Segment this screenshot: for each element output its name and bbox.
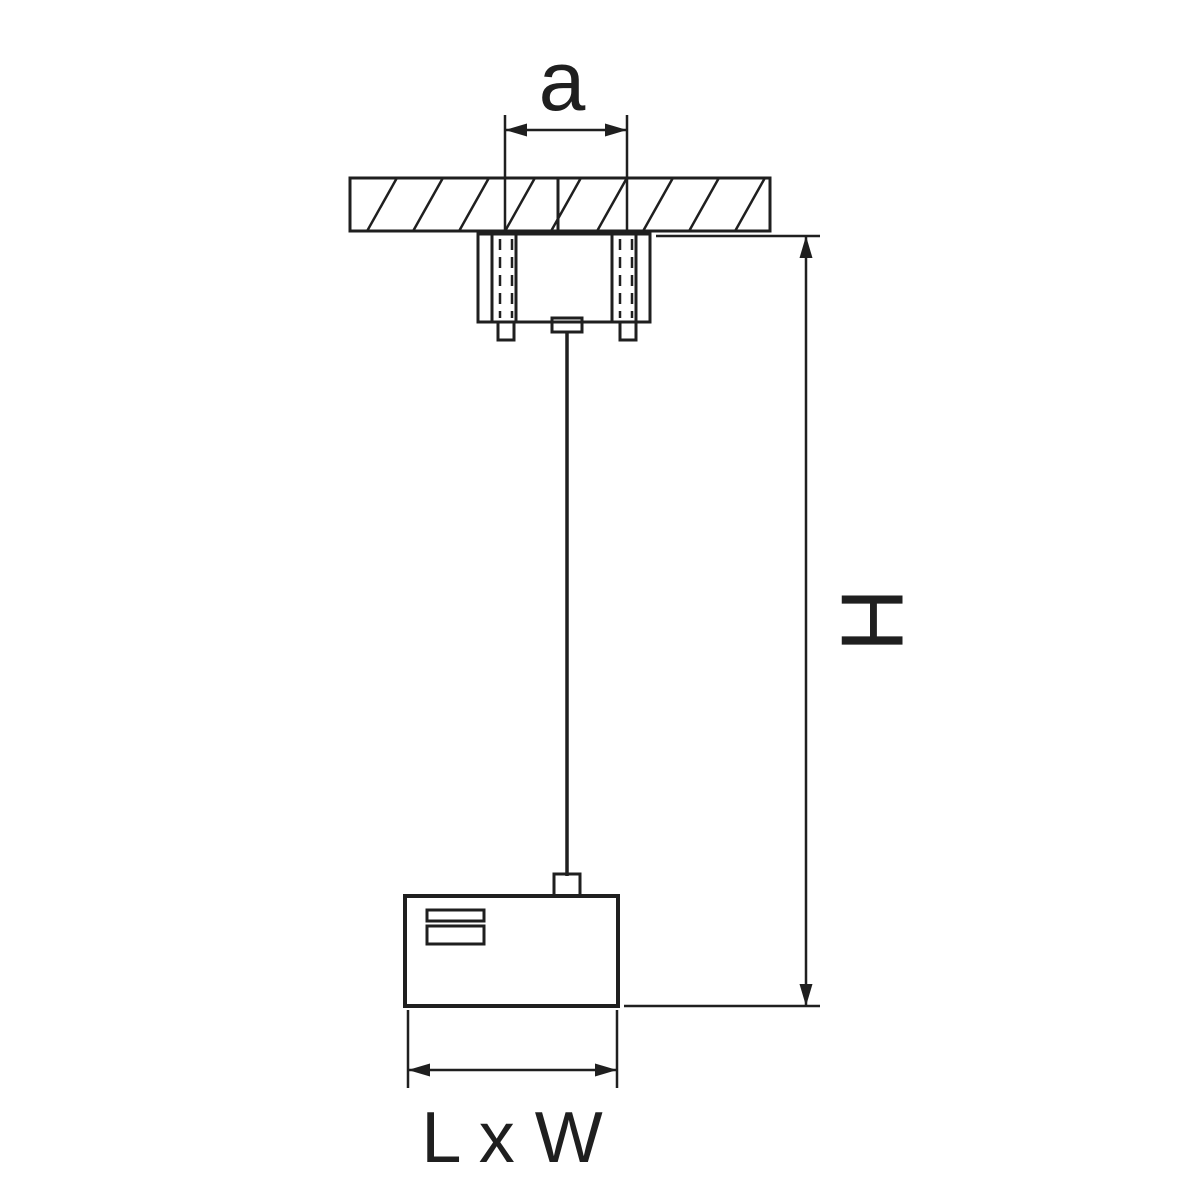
arrow-left-icon [505,123,527,137]
canopy-outline [476,232,652,324]
hatch-lines [350,178,767,231]
dimension-a: a [503,34,629,234]
lamp-body [403,872,620,1008]
canopy-foot-right [618,320,638,342]
lamp-label-slot-2 [425,924,486,946]
dimension-lw: L x W [406,1010,619,1178]
arrow-down-icon [799,984,813,1006]
dimension-lw-label: L x W [421,1098,602,1178]
arrow-right-icon [605,123,627,137]
mounting-canopy [476,232,652,342]
arrow-up-icon [799,236,813,258]
ceiling-slab [348,176,772,233]
arrow-left-icon [408,1063,430,1077]
dimension-a-label: a [539,34,586,128]
rod-hub [550,316,584,334]
lamp-top-connector [552,872,582,898]
ceiling-slab-outline [348,176,772,233]
lamp-label-slot-1 [425,908,486,923]
lamp-housing [403,894,620,1008]
arrow-right-icon [595,1063,617,1077]
dimension-h: H [624,234,922,1008]
dimension-h-label: H [823,588,922,652]
canopy-foot-left [496,320,516,342]
